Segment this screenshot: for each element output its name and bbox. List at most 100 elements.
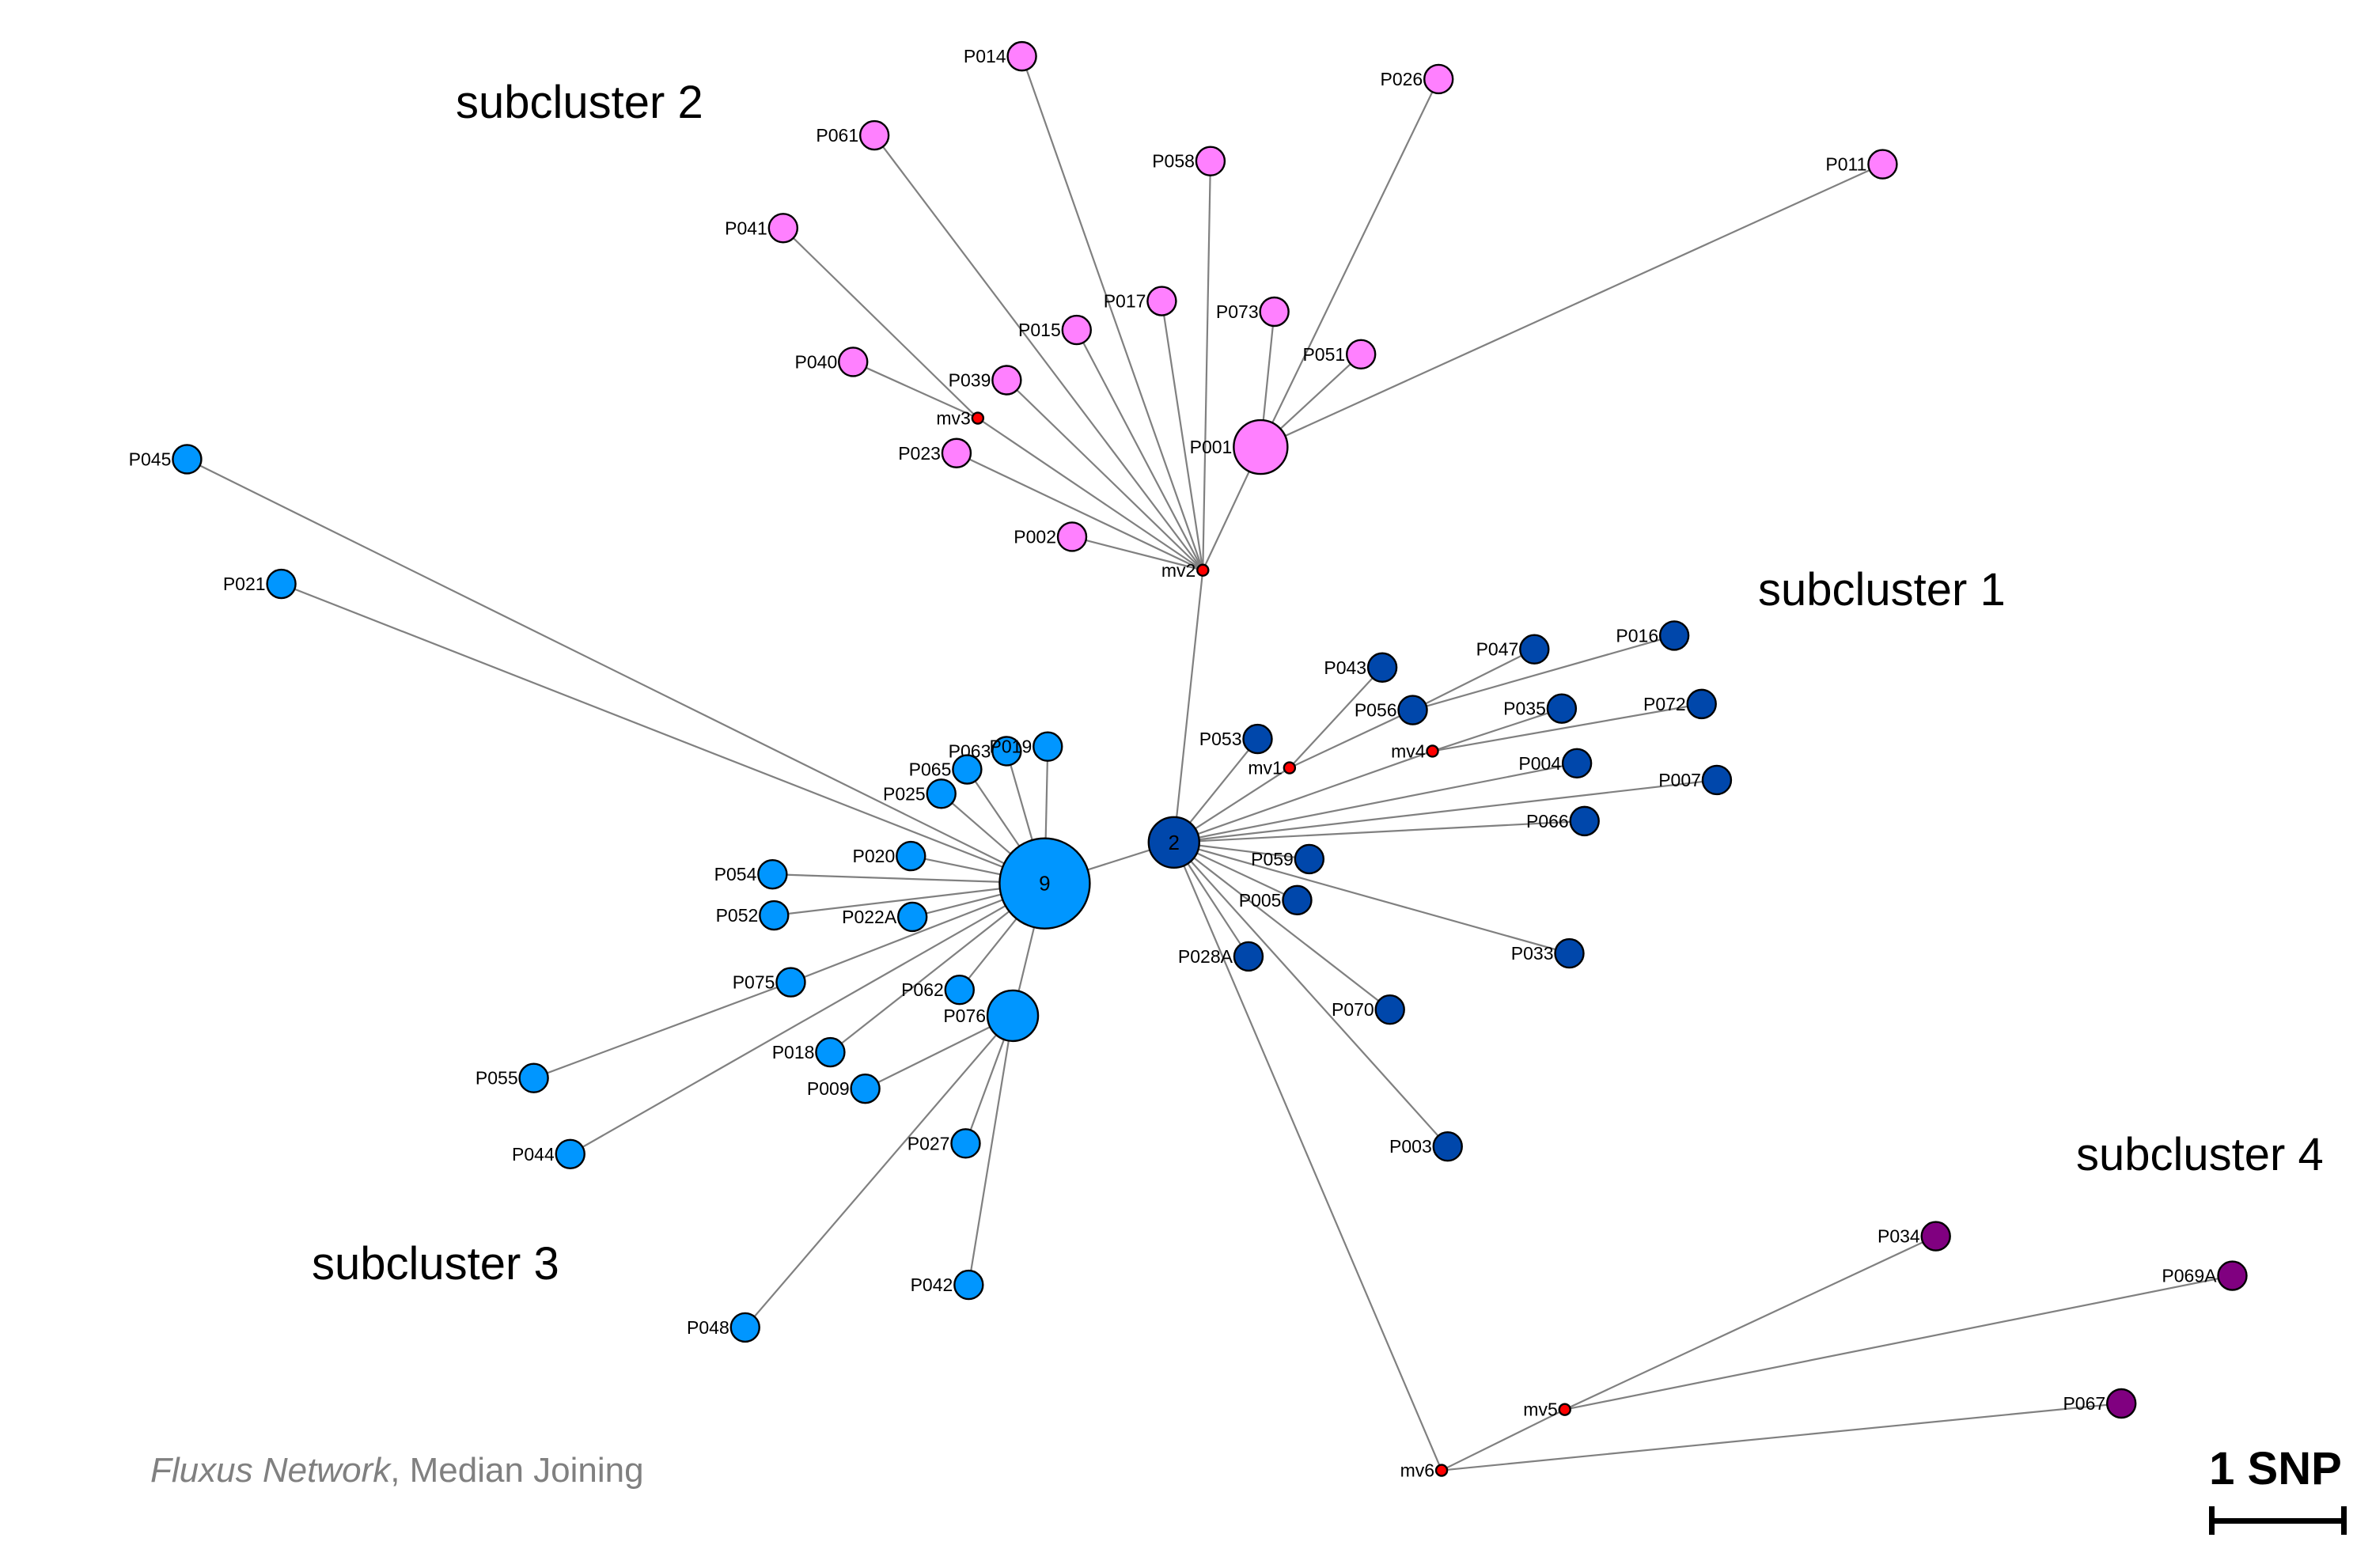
haplotype-node-P009[interactable]: P009 bbox=[807, 1073, 881, 1104]
node-circle[interactable] bbox=[850, 1073, 881, 1104]
node-circle[interactable] bbox=[953, 1269, 984, 1301]
node-circle[interactable] bbox=[1423, 63, 1454, 95]
haplotype-node-P016[interactable]: P016 bbox=[1616, 620, 1690, 651]
haplotype-node-P040[interactable]: P040 bbox=[795, 347, 869, 377]
haplotype-node-P047[interactable]: P047 bbox=[1476, 634, 1550, 665]
node-circle[interactable] bbox=[1259, 296, 1290, 328]
haplotype-node-P070[interactable]: P070 bbox=[1332, 994, 1405, 1025]
haplotype-node-P043[interactable]: P043 bbox=[1324, 652, 1398, 683]
node-circle[interactable] bbox=[952, 754, 983, 785]
haplotype-node-P035[interactable]: P035 bbox=[1503, 693, 1578, 724]
haplotype-node-P076[interactable]: P076 bbox=[943, 989, 1040, 1043]
haplotype-node-P014[interactable]: P014 bbox=[964, 40, 1037, 72]
node-circle[interactable] bbox=[815, 1036, 846, 1068]
node-circle[interactable] bbox=[1519, 634, 1550, 665]
haplotype-node-P021[interactable]: P021 bbox=[223, 568, 297, 600]
node-circle[interactable] bbox=[991, 365, 1022, 396]
haplotype-node-P015[interactable]: P015 bbox=[1018, 314, 1092, 346]
node-circle[interactable] bbox=[266, 568, 297, 600]
haplotype-node-P051[interactable]: P051 bbox=[1302, 339, 1377, 370]
haplotype-node-P075[interactable]: P075 bbox=[733, 967, 806, 998]
node-circle[interactable] bbox=[757, 858, 788, 890]
haplotype-node-P058[interactable]: P058 bbox=[1152, 146, 1226, 176]
node-circle[interactable] bbox=[1397, 695, 1428, 725]
median-vector-mv5[interactable]: mv5 bbox=[1523, 1399, 1571, 1420]
node-circle[interactable] bbox=[1294, 843, 1325, 875]
haplotype-node-P073[interactable]: P073 bbox=[1216, 296, 1290, 328]
haplotype-node-P065[interactable]: P065 bbox=[909, 754, 983, 785]
haplotype-node-P048[interactable]: P048 bbox=[687, 1312, 760, 1343]
node-circle[interactable] bbox=[1233, 419, 1289, 475]
haplotype-node-P067[interactable]: P067 bbox=[2063, 1388, 2137, 1419]
node-circle[interactable] bbox=[1196, 563, 1210, 577]
node-circle[interactable] bbox=[971, 411, 985, 425]
node-circle[interactable] bbox=[767, 213, 799, 244]
node-circle[interactable] bbox=[998, 837, 1091, 930]
haplotype-node-P039[interactable]: P039 bbox=[949, 365, 1022, 396]
node-circle[interactable] bbox=[1146, 286, 1177, 316]
node-circle[interactable] bbox=[1374, 994, 1405, 1025]
haplotype-node-H9[interactable]: 9 bbox=[998, 837, 1091, 930]
haplotype-node-P022A[interactable]: P022A bbox=[842, 901, 928, 933]
node-circle[interactable] bbox=[1056, 521, 1088, 552]
node-circle[interactable] bbox=[518, 1062, 549, 1093]
node-circle[interactable] bbox=[838, 347, 869, 377]
node-circle[interactable] bbox=[555, 1138, 585, 1169]
node-circle[interactable] bbox=[950, 1128, 981, 1159]
haplotype-node-P007[interactable]: P007 bbox=[1658, 764, 1733, 796]
node-circle[interactable] bbox=[1147, 816, 1200, 869]
node-circle[interactable] bbox=[1920, 1221, 1951, 1252]
median-vector-mv1[interactable]: mv1 bbox=[1248, 758, 1297, 778]
node-circle[interactable] bbox=[1061, 314, 1092, 346]
median-vector-mv6[interactable]: mv6 bbox=[1400, 1460, 1449, 1481]
node-circle[interactable] bbox=[858, 119, 890, 151]
node-circle[interactable] bbox=[759, 900, 790, 931]
node-circle[interactable] bbox=[1701, 764, 1733, 796]
node-circle[interactable] bbox=[1546, 693, 1578, 724]
median-vector-mv3[interactable]: mv3 bbox=[936, 408, 985, 429]
haplotype-node-P028A[interactable]: P028A bbox=[1178, 941, 1264, 972]
node-circle[interactable] bbox=[1558, 1403, 1571, 1416]
node-circle[interactable] bbox=[1283, 761, 1297, 775]
node-circle[interactable] bbox=[896, 901, 928, 933]
haplotype-node-P061[interactable]: P061 bbox=[816, 119, 890, 151]
haplotype-node-P033[interactable]: P033 bbox=[1511, 937, 1585, 969]
node-circle[interactable] bbox=[1233, 941, 1264, 972]
node-circle[interactable] bbox=[944, 975, 975, 1006]
haplotype-node-P002[interactable]: P002 bbox=[1014, 521, 1088, 552]
node-circle[interactable] bbox=[1658, 620, 1690, 651]
haplotype-node-P005[interactable]: P005 bbox=[1239, 884, 1313, 916]
node-circle[interactable] bbox=[2105, 1388, 2137, 1419]
median-vector-mv2[interactable]: mv2 bbox=[1161, 560, 1210, 581]
haplotype-node-P018[interactable]: P018 bbox=[772, 1036, 846, 1068]
haplotype-node-P003[interactable]: P003 bbox=[1389, 1131, 1463, 1162]
haplotype-node-H2[interactable]: 2 bbox=[1147, 816, 1200, 869]
node-circle[interactable] bbox=[172, 444, 203, 475]
haplotype-node-P042[interactable]: P042 bbox=[911, 1269, 984, 1301]
haplotype-node-P044[interactable]: P044 bbox=[512, 1138, 585, 1169]
haplotype-node-P062[interactable]: P062 bbox=[901, 975, 975, 1006]
median-vector-mv4[interactable]: mv4 bbox=[1391, 740, 1439, 761]
haplotype-node-P054[interactable]: P054 bbox=[714, 858, 788, 890]
node-circle[interactable] bbox=[1033, 731, 1063, 762]
haplotype-node-P019[interactable]: P019 bbox=[990, 731, 1063, 762]
haplotype-node-P034[interactable]: P034 bbox=[1878, 1221, 1951, 1252]
haplotype-node-P053[interactable]: P053 bbox=[1199, 723, 1273, 755]
haplotype-node-P055[interactable]: P055 bbox=[476, 1062, 549, 1093]
haplotype-node-P056[interactable]: P056 bbox=[1355, 695, 1428, 725]
haplotype-node-P001[interactable]: P001 bbox=[1190, 419, 1289, 475]
node-circle[interactable] bbox=[775, 967, 806, 998]
node-circle[interactable] bbox=[2217, 1260, 2248, 1291]
haplotype-node-P017[interactable]: P017 bbox=[1104, 286, 1177, 316]
haplotype-node-P072[interactable]: P072 bbox=[1643, 688, 1717, 720]
haplotype-node-P025[interactable]: P025 bbox=[883, 778, 957, 809]
node-circle[interactable] bbox=[1569, 805, 1600, 837]
haplotype-node-P069A[interactable]: P069A bbox=[2162, 1260, 2248, 1291]
haplotype-node-P041[interactable]: P041 bbox=[725, 213, 799, 244]
haplotype-node-P020[interactable]: P020 bbox=[853, 840, 926, 872]
node-circle[interactable] bbox=[896, 840, 926, 872]
node-circle[interactable] bbox=[926, 778, 957, 809]
node-circle[interactable] bbox=[729, 1312, 760, 1343]
haplotype-node-P011[interactable]: P011 bbox=[1825, 149, 1898, 180]
node-circle[interactable] bbox=[991, 736, 1022, 767]
